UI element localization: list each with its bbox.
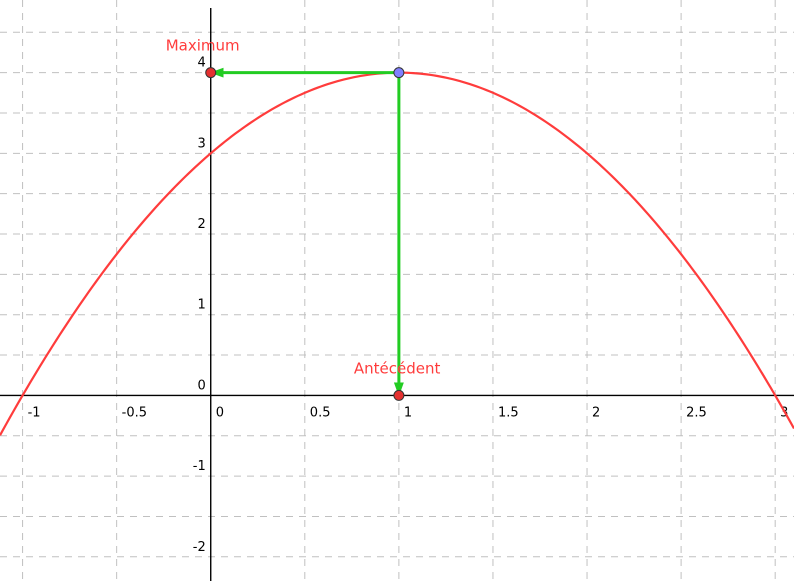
point-maximum-label: Maximum <box>166 37 240 55</box>
y-tick-label-3: 3 <box>197 136 205 151</box>
point-antcdent[interactable] <box>393 389 405 401</box>
y-tick-label-2: 2 <box>197 217 205 232</box>
y-tick-label-0: 0 <box>197 378 205 393</box>
points <box>205 67 405 401</box>
curve-layer <box>0 71 794 436</box>
point-maximum[interactable] <box>205 67 217 79</box>
y-tick-label-neg-1: -1 <box>193 459 206 474</box>
axes <box>0 8 794 581</box>
point-antcdent-label: Antécédent <box>354 359 441 377</box>
parabola-curve[interactable] <box>0 71 794 436</box>
x-tick-label-0: 0 <box>216 405 224 420</box>
x-tick-label-1: 1 <box>404 405 412 420</box>
y-tick-label-1: 1 <box>197 298 205 313</box>
point-vertex[interactable] <box>393 67 405 79</box>
x-tick-label-1-5: 1.5 <box>498 405 519 420</box>
x-tick-label-neg-1: -1 <box>28 405 41 420</box>
x-tick-label-2-5: 2.5 <box>686 405 707 420</box>
x-tick-label-neg-0-5: -0.5 <box>122 405 147 420</box>
x-tick-label-2: 2 <box>592 405 600 420</box>
y-tick-label-neg-2: -2 <box>193 540 206 555</box>
x-tick-label-0-5: 0.5 <box>310 405 331 420</box>
arrows <box>209 67 404 397</box>
y-tick-label-4: 4 <box>197 56 205 71</box>
